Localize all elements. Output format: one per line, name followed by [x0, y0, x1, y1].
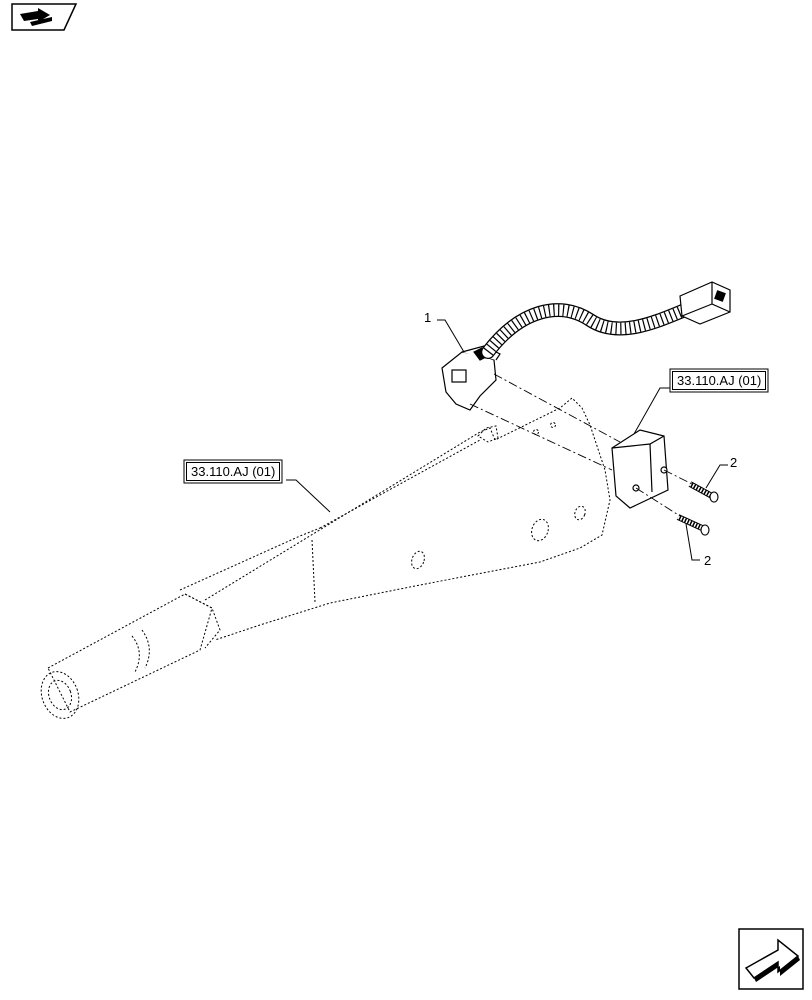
assembly-lines — [469, 373, 693, 517]
mounting-bracket — [611, 429, 669, 509]
screws — [676, 481, 719, 536]
leader-lines — [286, 319, 728, 561]
callout-item-2-bottom: 2 — [704, 553, 712, 568]
bracket-reference-link[interactable]: 33.110.AJ (01) — [672, 371, 767, 390]
lever-reference-link[interactable]: 33.110.AJ (01) — [186, 462, 281, 481]
hand-brake-lever — [40, 397, 611, 719]
callout-item-1: 1 — [424, 310, 432, 325]
next-page-arrow-icon[interactable] — [738, 928, 804, 990]
brake-switch-harness — [441, 281, 731, 411]
book-arrow-icon — [11, 3, 78, 31]
callout-item-2-top: 2 — [730, 455, 738, 470]
